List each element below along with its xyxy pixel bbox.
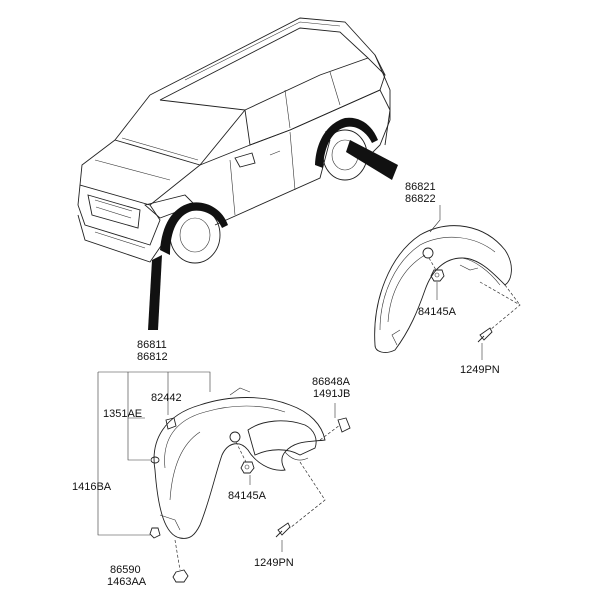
- part-label-1491jb: 1491JB: [313, 388, 351, 400]
- part-label-86822: 86822: [405, 193, 436, 205]
- part-label-86821: 86821: [405, 181, 436, 193]
- part-label-1249pn-rear: 1249PN: [460, 364, 500, 376]
- part-label-86811: 86811: [137, 339, 167, 351]
- part-label-84145a-rear: 84145A: [418, 306, 456, 318]
- rear-wheel-liner: [374, 205, 521, 353]
- part-label-1249pn-front: 1249PN: [254, 557, 294, 569]
- part-label-1463aa: 1463AA: [107, 576, 147, 588]
- front-wheel-liner: [97, 282, 483, 583]
- part-label-86590: 86590: [110, 564, 141, 576]
- part-label-1416ba: 1416BA: [72, 481, 112, 493]
- part-label-86812: 86812: [137, 351, 168, 363]
- vehicle-outline: [77, 17, 398, 330]
- part-label-84145a-front: 84145A: [228, 490, 266, 502]
- part-label-1351ae: 1351AE: [103, 408, 143, 420]
- part-label-82442: 82442: [151, 392, 182, 404]
- part-label-86848a: 86848A: [312, 376, 350, 388]
